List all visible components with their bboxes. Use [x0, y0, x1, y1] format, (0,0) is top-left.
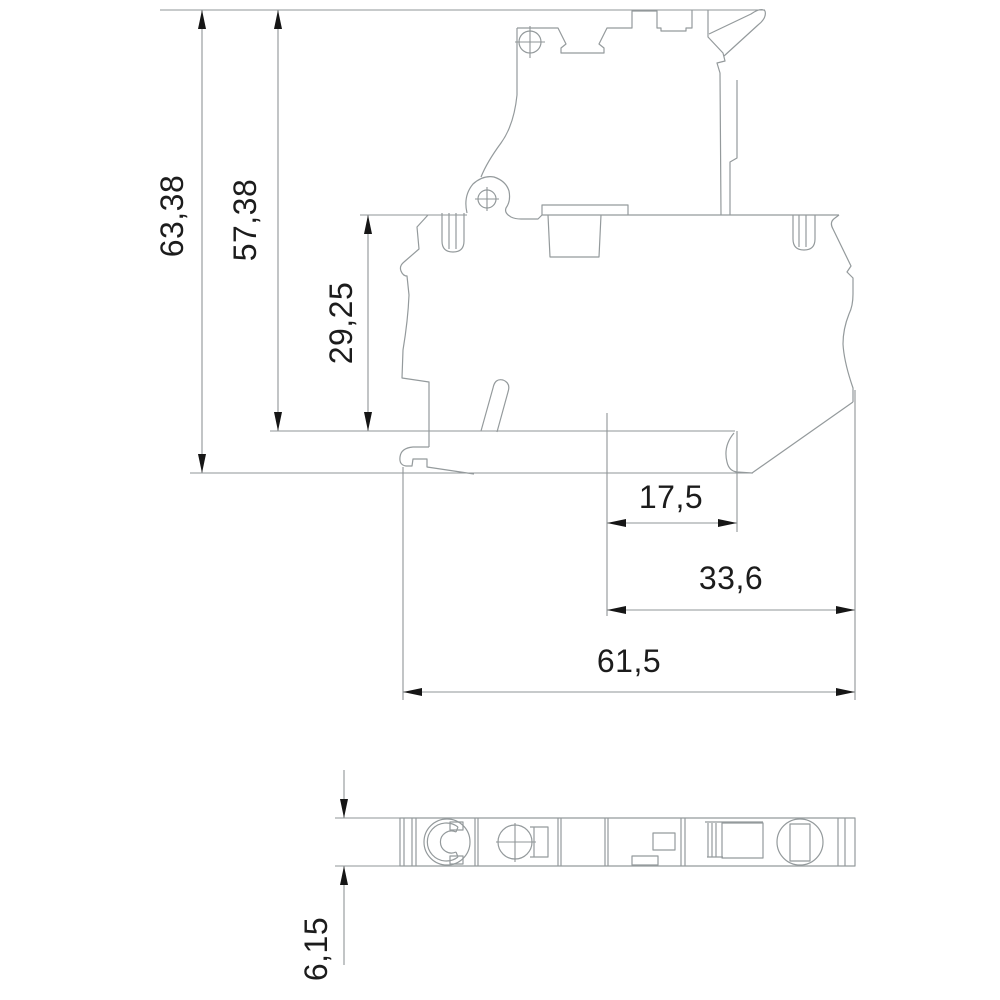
screw-slot-rect: [530, 826, 549, 858]
arrow-down: [198, 454, 206, 473]
bushing-circle: [776, 818, 824, 866]
arrow-down: [364, 412, 372, 431]
dim-label-foot-width: 17,5: [639, 479, 703, 515]
hinge-pin-cross: [475, 187, 499, 211]
inner-wall-line: [729, 80, 738, 215]
clamp-tab-bottom: [449, 855, 464, 865]
dim-label-overall-width: 61,5: [597, 643, 661, 679]
extension-lines: [160, 9, 856, 700]
arrow-left: [403, 688, 422, 696]
bushing-inner-rect: [789, 823, 811, 862]
hinge-lobe: [465, 176, 543, 220]
dimension-upper-height: 57,38: [227, 10, 282, 431]
left-clip-slot: [441, 213, 465, 253]
contact-block-rect: [721, 822, 764, 859]
dim-label-body-height: 29,25: [323, 282, 359, 365]
arrow-up: [340, 866, 348, 885]
dim-label-strip-thickness: 6,15: [298, 917, 334, 981]
din-rail-foot-left: [399, 446, 475, 475]
arrow-up: [274, 10, 282, 29]
strip-right-dividers: [837, 818, 846, 866]
contact-bars: [705, 821, 763, 858]
center-flange: [541, 204, 629, 215]
window-rect: [652, 832, 676, 851]
din-rail-foot-right: [725, 401, 854, 474]
arrow-down: [274, 412, 282, 431]
dimension-body-height: 29,25: [323, 215, 372, 431]
arrow-right: [836, 606, 855, 614]
arrow-down: [340, 799, 348, 818]
arrow-right: [836, 688, 855, 696]
screw-center-cross: [515, 26, 545, 58]
dim-label-upper-height: 57,38: [227, 179, 263, 262]
dim-label-overall-height: 63,38: [154, 175, 190, 258]
terminal-body-lower-part: [399, 204, 854, 475]
arrow-right: [718, 519, 737, 527]
dimension-strip-thickness: 6,15: [298, 770, 400, 981]
center-cavity: [547, 214, 602, 258]
bottom-view: 6,15: [298, 770, 856, 981]
fuse-holder-upper-part: [465, 8, 766, 220]
dim-label-mid-width: 33,6: [699, 560, 763, 596]
clamp-tab-top: [449, 821, 464, 831]
release-latch-finger: [480, 379, 510, 433]
body-right-edge: [830, 214, 854, 402]
ledge-rect: [631, 855, 659, 866]
right-clip-slot: [792, 215, 816, 251]
dimension-overall-width: 61,5: [403, 643, 855, 696]
dimension-overall-height: 63,38: [154, 10, 206, 473]
upper-top-edge: [517, 10, 693, 54]
arrow-up: [198, 10, 206, 29]
upper-right-edge: [707, 10, 726, 216]
dimension-mid-width: 33,6: [607, 560, 855, 614]
release-beak: [708, 8, 766, 57]
divider-pair-4: [680, 818, 686, 866]
divider-pair-1: [474, 818, 479, 866]
dimension-foot-width: 17,5: [607, 479, 737, 527]
upper-left-edge: [480, 28, 518, 178]
screw-hole-cross: [496, 823, 536, 862]
strip-outline: [399, 817, 856, 867]
body-left-edge: [399, 214, 430, 447]
arrow-left: [607, 519, 626, 527]
strip-left-dividers: [403, 818, 417, 866]
arrow-left: [607, 606, 626, 614]
arrow-up: [364, 215, 372, 234]
clamp-c-ring: [426, 822, 459, 862]
side-view: 63,38 57,38 29,25 17,5 33,6: [154, 8, 856, 700]
strip-outline-group: [399, 817, 856, 867]
clamp-ring-circle: [423, 818, 471, 866]
divider-pair-3: [604, 818, 609, 866]
divider-pair-2: [557, 818, 562, 866]
